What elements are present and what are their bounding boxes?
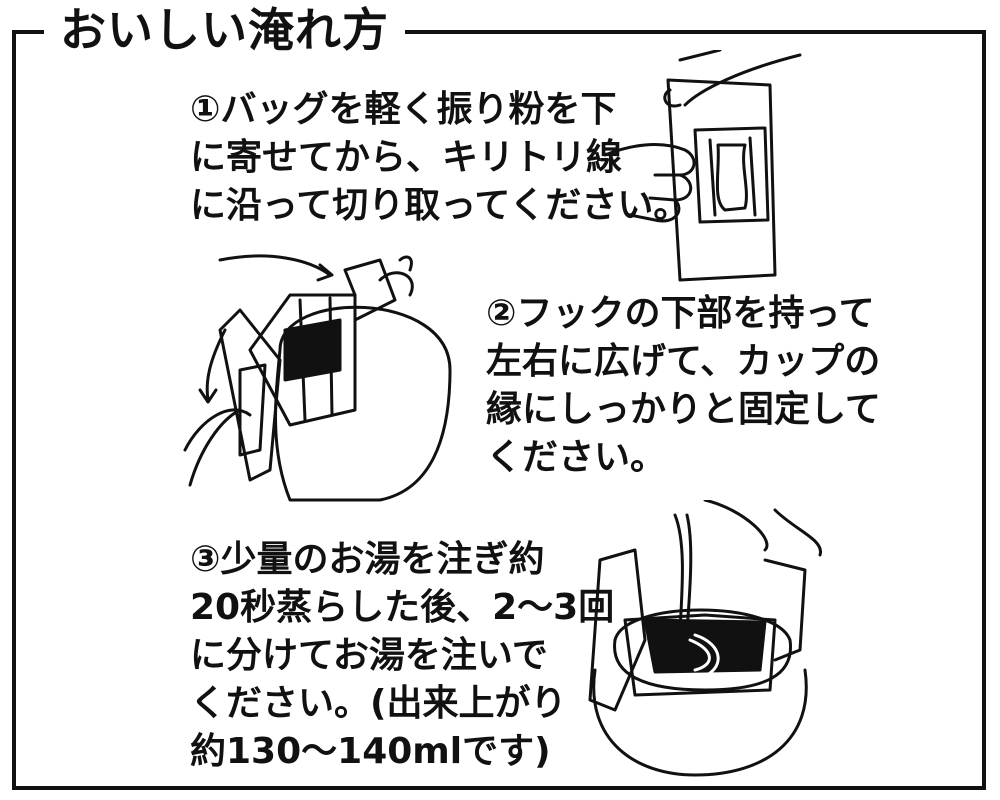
step-2-line: 左右に広げて、カップの: [486, 341, 881, 382]
step-3-line: に分けてお湯を注いで: [190, 635, 548, 676]
step-1-text: ①バッグを軽く振り粉を下 に寄せてから、キリトリ線 に沿って切り取ってください。: [190, 86, 689, 230]
page-title: おいしい淹れ方: [44, 2, 405, 58]
step-3-line: ください。(出来上がり: [190, 683, 567, 724]
step-3-line: 約130〜140mlです): [190, 731, 551, 772]
step-2-line: 縁にしっかりと固定して: [486, 389, 881, 430]
step-2-text: ②フックの下部を持って 左右に広げて、カップの 縁にしっかりと固定して ください…: [486, 290, 881, 482]
hook-cup-illustration: [183, 254, 452, 502]
pour-water-illustration: [588, 500, 822, 777]
instruction-frame: [12, 30, 986, 790]
step-3-line: ③少量のお湯を注ぎ約: [190, 539, 545, 580]
step-2-line: ②フックの下部を持って: [486, 293, 875, 334]
step-2-line: ください。: [486, 437, 667, 478]
step-3-line: 20秒蒸らした後、2〜3回: [190, 587, 615, 628]
step-1-line: に沿って切り取ってください。: [190, 185, 690, 226]
tear-bag-illustration: [603, 50, 802, 282]
step-1-line: に寄せてから、キリトリ線: [190, 137, 623, 178]
step-3-text: ③少量のお湯を注ぎ約 20秒蒸らした後、2〜3回 に分けてお湯を注いで ください…: [190, 536, 614, 776]
step-1-line: ①バッグを軽く振り粉を下: [190, 89, 617, 130]
